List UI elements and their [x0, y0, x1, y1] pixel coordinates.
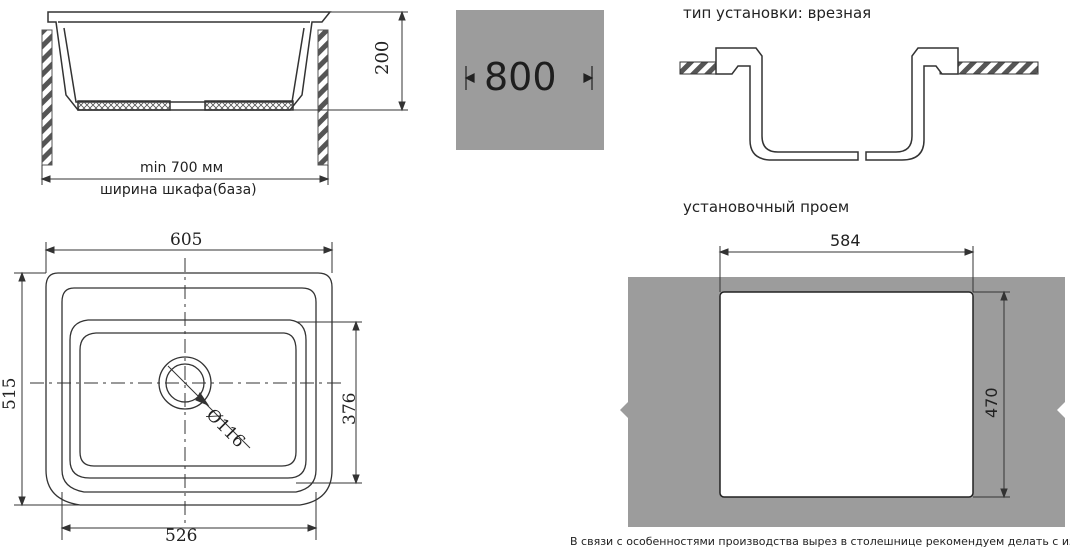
cutout-height-label: 470 [982, 387, 1001, 418]
cutout-width-label: 584 [830, 231, 861, 250]
height-200-label: 200 [372, 40, 393, 75]
install-type-label: тип установки: врезная [683, 4, 872, 22]
height-dimension [292, 10, 408, 112]
cutout-dimensions [718, 246, 1010, 499]
size-badge [456, 10, 604, 150]
plan-depth-label: 515 [0, 377, 20, 410]
plan-width-label: 605 [170, 230, 203, 250]
min-width-label: min 700 мм [140, 160, 224, 176]
bowl-width-label: 526 [165, 526, 198, 546]
cabinet-width-label: ширина шкафа(база) [100, 182, 257, 198]
footer-note: В связи с особенностями производства выр… [570, 535, 1070, 548]
cabinet-walls [41, 29, 329, 166]
badge-value: 800 [484, 55, 557, 99]
countertop-cutout [620, 277, 1065, 527]
badge-arrows [464, 66, 594, 90]
cabinet-width-dimension [40, 165, 330, 185]
install-profile [679, 47, 1039, 161]
sink-plan [45, 272, 333, 506]
plan-dimensions [14, 242, 362, 540]
bowl-depth-label: 376 [340, 392, 360, 425]
opening-label: установочный проем [683, 198, 850, 216]
sink-section [47, 11, 332, 111]
plan-centerlines [30, 258, 345, 525]
